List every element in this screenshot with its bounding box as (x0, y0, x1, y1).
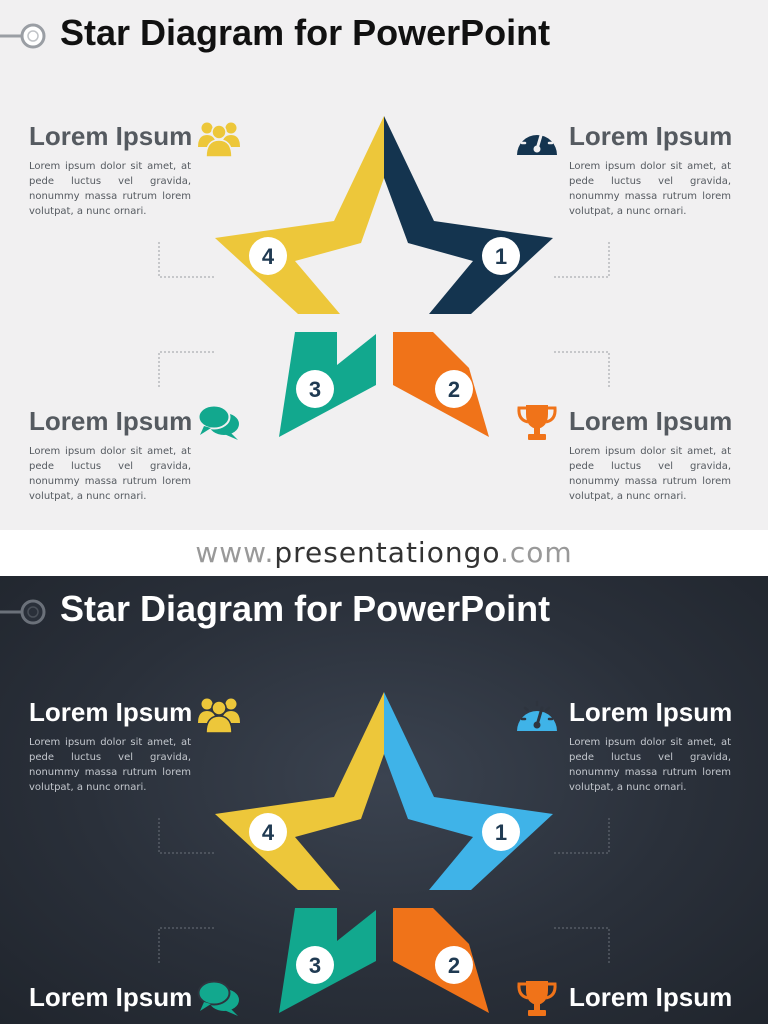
block-3-heading: Lorem Ipsum (29, 982, 193, 1012)
footer-prefix: www. (195, 536, 275, 569)
slide-dark: Star Diagram for PowerPoint 1 2 3 4 (0, 576, 768, 1024)
marker-4-number: 4 (262, 244, 275, 269)
marker-1 (482, 813, 520, 851)
marker-3 (296, 946, 334, 984)
block-4-text: Lorem ipsum dolor sit amet, at pede luct… (29, 737, 191, 793)
text-block-4: Lorem Ipsum Lorem ipsum dolor sit amet, … (29, 697, 193, 795)
slide-title: Star Diagram for PowerPoint (60, 12, 551, 53)
star-diagram: 1 2 3 4 (158, 692, 610, 1013)
marker-2 (435, 370, 473, 408)
block-2-text: Lorem ipsum dolor sit amet, at pede luct… (569, 446, 731, 502)
marker-4 (249, 237, 287, 275)
slide-light: Star Diagram for PowerPoint 1 2 3 4 (0, 0, 768, 530)
marker-3 (296, 370, 334, 408)
block-1-text: Lorem ipsum dolor sit amet, at pede luct… (569, 161, 731, 217)
footer-domain: presentationgo (274, 536, 500, 569)
speedometer-icon (517, 700, 557, 731)
text-block-2: Lorem Ipsum Lorem ipsum dolor sit amet, … (569, 406, 733, 504)
marker-1 (482, 237, 520, 275)
marker-3-number: 3 (309, 953, 321, 978)
block-4-text: Lorem ipsum dolor sit amet, at pede luct… (29, 161, 191, 217)
text-block-1: Lorem Ipsum Lorem ipsum dolor sit amet, … (569, 121, 733, 219)
marker-4-number: 4 (262, 820, 275, 845)
block-2-heading: Lorem Ipsum (569, 982, 733, 1012)
block-3-heading: Lorem Ipsum (29, 406, 193, 436)
text-block-1: Lorem Ipsum Lorem ipsum dolor sit amet, … (569, 697, 733, 795)
marker-1-number: 1 (495, 820, 507, 845)
block-2-heading: Lorem Ipsum (569, 406, 733, 436)
block-1-heading: Lorem Ipsum (569, 697, 733, 727)
star-diagram: 1 2 3 4 (158, 116, 610, 437)
trophy-icon (517, 405, 557, 440)
chat-bubbles-icon (197, 404, 239, 440)
marker-2 (435, 946, 473, 984)
connector-lines (158, 818, 610, 963)
people-group-icon (198, 122, 240, 157)
marker-2-number: 2 (448, 953, 460, 978)
footer-url: www.presentationgo.com (0, 530, 768, 576)
chat-bubbles-icon (197, 980, 239, 1016)
slide-title: Star Diagram for PowerPoint (60, 588, 551, 629)
block-4-heading: Lorem Ipsum (29, 697, 193, 727)
trophy-icon (517, 981, 557, 1016)
footer-suffix: .com (499, 536, 573, 569)
title-marker-icon (0, 23, 46, 49)
text-block-3: Lorem Ipsum Lorem ipsum dolor sit amet, … (29, 406, 193, 504)
marker-4 (249, 813, 287, 851)
block-3-text: Lorem ipsum dolor sit amet, at pede luct… (29, 446, 191, 502)
marker-2-number: 2 (448, 377, 460, 402)
text-block-2: Lorem Ipsum (569, 982, 733, 1012)
marker-1-number: 1 (495, 244, 507, 269)
connector-lines (158, 242, 610, 387)
block-1-text: Lorem ipsum dolor sit amet, at pede luct… (569, 737, 731, 793)
text-block-3: Lorem Ipsum (29, 982, 193, 1012)
speedometer-icon (517, 124, 557, 155)
title-marker-icon (0, 599, 46, 625)
block-1-heading: Lorem Ipsum (569, 121, 733, 151)
text-block-4: Lorem Ipsum Lorem ipsum dolor sit amet, … (29, 121, 193, 219)
block-4-heading: Lorem Ipsum (29, 121, 193, 151)
people-group-icon (198, 698, 240, 733)
marker-3-number: 3 (309, 377, 321, 402)
